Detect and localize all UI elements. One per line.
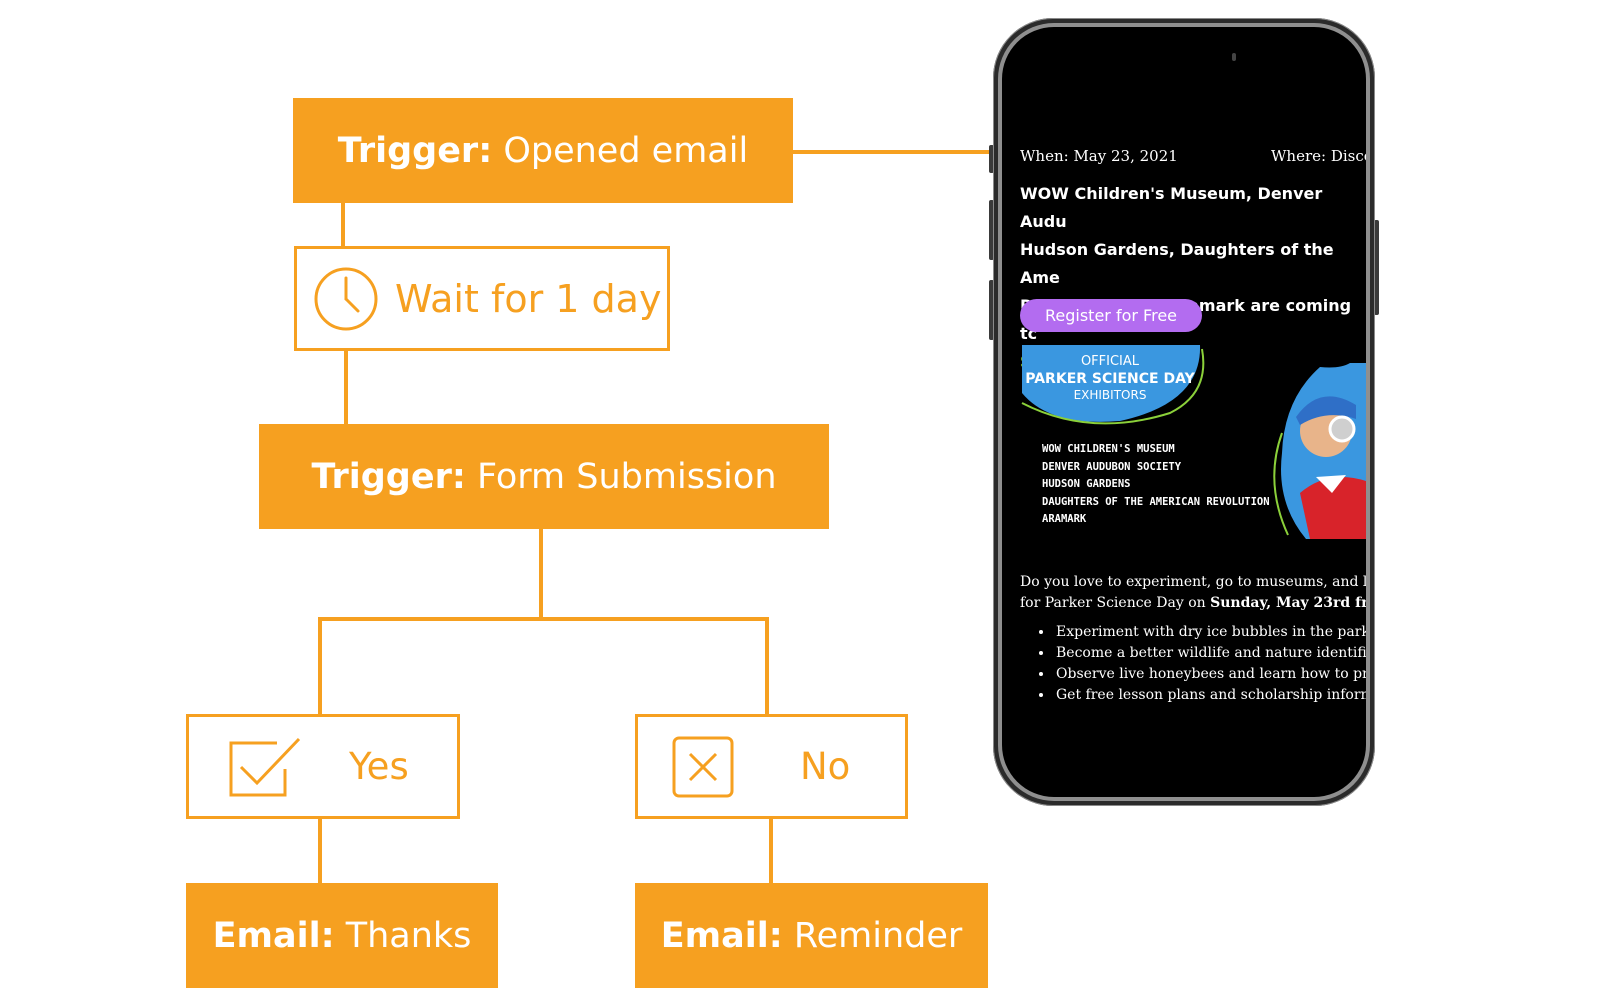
connector-branch-no <box>765 617 769 715</box>
child-collar <box>1316 475 1346 493</box>
connector-branch-yes <box>318 617 322 715</box>
email-label: Email: <box>660 915 783 956</box>
trigger-form-submission-node: Trigger: Form Submission <box>259 424 829 529</box>
exhibitor-item: DAUGHTERS OF THE AMERICAN REVOLUTION <box>1042 495 1270 508</box>
email-bullet-list: Experiment with dry ice bubbles in the p… <box>1036 622 1366 706</box>
badge-line3: EXHIBITORS <box>1074 388 1147 402</box>
email-headline-line: Hudson Gardens, Daughters of the Ame <box>1020 240 1334 287</box>
email-paragraph-line1: Do you love to experiment, go to museums… <box>1020 574 1366 590</box>
badge-shape <box>1022 345 1201 422</box>
trigger-label: Trigger: <box>311 456 466 497</box>
magnifier-icon <box>1328 415 1356 443</box>
connector-wait-to-trigger2 <box>344 350 348 424</box>
phone-side-button <box>989 145 994 173</box>
email-thanks-node: Email: Thanks <box>186 883 498 988</box>
email-reminder-text: Reminder <box>782 915 963 956</box>
register-button-label: Register for Free <box>1045 306 1177 325</box>
connector-trigger2-down <box>539 527 543 621</box>
email-paragraph-line2-date: Sunday, May 23rd from 9 <box>1210 595 1366 611</box>
x-box-icon <box>672 736 734 797</box>
wait-node: Wait for 1 day <box>294 246 670 351</box>
trigger-form-submission-text: Form Submission <box>465 456 777 497</box>
exhibitor-item: WOW CHILDREN'S MUSEUM <box>1042 443 1175 455</box>
exhibitor-item: ARAMARK <box>1042 513 1087 525</box>
email-thanks-text: Thanks <box>334 915 472 956</box>
trigger-opened-email-text: Opened email <box>492 130 749 171</box>
connector-no-to-reminder <box>769 817 773 885</box>
connector-trigger1-to-phone <box>793 150 993 154</box>
connector-branch-horizontal <box>318 617 769 621</box>
phone-speaker <box>1232 53 1236 61</box>
email-headline-line: WOW Children's Museum, Denver Audu <box>1020 184 1323 231</box>
badge-line2: PARKER SCIENCE DAY <box>1025 371 1195 387</box>
list-item: Experiment with dry ice bubbles in the p… <box>1054 622 1366 643</box>
phone-frame: When: May 23, 2021 Where: Discov WOW Chi… <box>993 18 1375 806</box>
phone-screen: When: May 23, 2021 Where: Discov WOW Chi… <box>1002 27 1366 797</box>
email-paragraph-line2: for Parker Science Day on Sunday, May 23… <box>1020 593 1366 614</box>
no-text: No <box>800 745 851 788</box>
child-shirt <box>1300 477 1366 539</box>
phone-volume-up-button <box>989 200 994 260</box>
exhibitor-item: HUDSON GARDENS <box>1042 478 1131 490</box>
badge-swoosh <box>1021 348 1205 425</box>
phone-volume-down-button <box>989 280 994 340</box>
yes-text: Yes <box>349 745 409 788</box>
list-item: Observe live honeybees and learn how to … <box>1054 664 1366 685</box>
yes-node: Yes <box>186 714 460 819</box>
email-where: Where: Discov <box>1271 147 1366 165</box>
phone-power-button <box>1374 220 1379 315</box>
checkbox-checked-icon <box>229 737 301 796</box>
trigger-label: Trigger: <box>337 130 493 171</box>
no-node: No <box>635 714 908 819</box>
email-when: When: May 23, 2021 <box>1020 147 1178 165</box>
clock-icon <box>314 267 378 330</box>
exhibitor-item: DENVER AUDUBON SOCIETY <box>1042 460 1182 473</box>
trigger-opened-email-node: Trigger: Opened email <box>293 98 793 203</box>
email-paragraph: Do you love to experiment, go to museums… <box>1020 572 1366 614</box>
exhibitors-list: WOW CHILDREN'S MUSEUM DENVER AUDUBON SOC… <box>1042 441 1270 529</box>
badge-line1: OFFICIAL <box>1081 354 1140 369</box>
child-cap <box>1296 396 1356 425</box>
list-item: Become a better wildlife and nature iden… <box>1054 643 1366 664</box>
wait-text: Wait for 1 day <box>395 276 662 321</box>
email-paragraph-line2-text: for Parker Science Day on <box>1020 595 1211 611</box>
exhibitors-banner: OFFICIAL PARKER SCIENCE DAY EXHIBITORS <box>1021 345 1366 539</box>
email-label: Email: <box>212 915 335 956</box>
child-photo-swoosh <box>1273 432 1289 536</box>
email-reminder-node: Email: Reminder <box>635 883 988 988</box>
email-meta-row: When: May 23, 2021 Where: Discov <box>1020 147 1366 165</box>
connector-trigger1-to-wait <box>341 203 345 249</box>
register-button[interactable]: Register for Free <box>1020 299 1202 332</box>
list-item: Get free lesson plans and scholarship in… <box>1054 685 1366 706</box>
connector-yes-to-thanks <box>318 817 322 885</box>
